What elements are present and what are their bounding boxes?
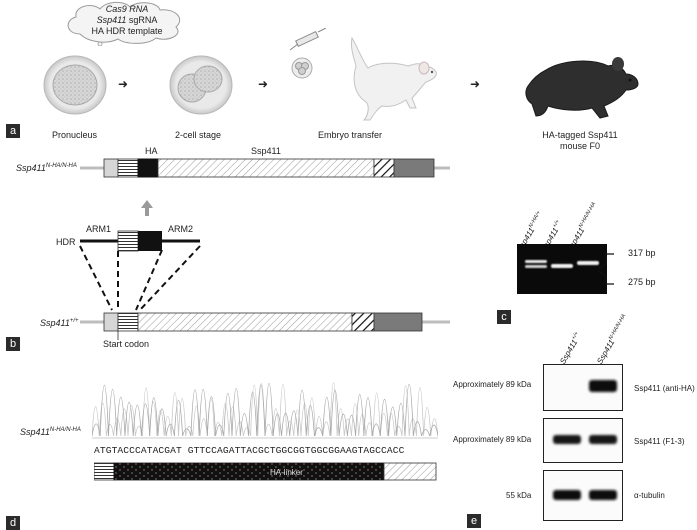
blot-lane-2-base: Ssp411 — [595, 338, 617, 366]
blot-lane-label-1: Ssp411+/+ — [558, 331, 584, 366]
blot-mw-label-2: Approximately 89 kDa — [453, 435, 532, 444]
cloud-text: Cas9 RNA Ssp411 sgRNA HA HDR template — [62, 4, 192, 37]
gene-diagram — [79, 158, 450, 340]
gel-bands — [525, 260, 599, 268]
bottom-allele-label: Ssp411+/+ — [40, 318, 79, 328]
top-allele-construct — [80, 158, 450, 178]
sequence-feature-bar — [94, 462, 437, 481]
start-codon-label: Start codon — [103, 339, 150, 349]
stage-label-pronucleus: Pronucleus — [52, 130, 98, 140]
bottom-allele-construct — [80, 312, 450, 340]
final-label-line-1: HA-tagged Ssp411 — [542, 130, 618, 140]
stage-label-embryo-transfer: Embryo transfer — [318, 130, 383, 140]
panel-d-allele-base: Ssp411 — [20, 427, 50, 437]
final-mouse-label: HA-tagged Ssp411 mouse F0 — [520, 130, 640, 152]
western-blot-image — [543, 364, 623, 521]
blot-target-label-3: α-tubulin — [634, 491, 665, 500]
cloud-line-2: Ssp411 sgRNA — [62, 15, 192, 26]
utr-box — [103, 158, 119, 178]
top-allele-base: Ssp411 — [16, 163, 46, 173]
blot-lane-label-2: Ssp411N-HA/N-HA — [595, 313, 631, 365]
size-label-lower: 275 bp — [628, 277, 656, 287]
gel-lane-3-sup: N-HA/N-HA — [577, 201, 598, 229]
syringe-icon — [289, 28, 327, 51]
blot-mw-label-1: Approximately 89 kDa — [453, 380, 532, 389]
arrow-3-icon: ➜ — [470, 77, 481, 91]
blot-mw-label-3: 55 kDa — [506, 491, 532, 500]
blot-lane-1-base: Ssp411 — [558, 338, 580, 366]
3utr-box — [393, 158, 435, 178]
blot-target-label-2: Ssp411 (F1-3) — [634, 437, 685, 446]
embryos-icon — [291, 57, 313, 79]
cloud-gene: Ssp411 — [96, 15, 127, 25]
panel-d-allele-label: Ssp411N-HA/N-HA — [20, 427, 81, 437]
band-bracket-icon — [597, 253, 614, 285]
blot-lane-2-sup: N-HA/N-HA — [607, 313, 628, 341]
white-mouse-icon — [351, 36, 437, 121]
panel-d-letter: d — [6, 516, 20, 530]
hdr-label: HDR — [56, 237, 76, 247]
dna-sequence: ATGTACCCATACGAT GTTCCAGATTACGCTGGCGGTGGC… — [94, 445, 405, 456]
start-exon-box — [117, 158, 139, 178]
final-label-line-2: mouse F0 — [559, 141, 601, 151]
black-mouse-image — [525, 57, 639, 119]
cloud-line-3: HA HDR template — [91, 26, 163, 36]
upward-arrow-icon — [141, 200, 153, 216]
arm2-label: ARM2 — [168, 224, 194, 234]
top-allele-label: Ssp411N-HA/N-HA — [16, 163, 77, 173]
top-allele-sup: N-HA/N-HA — [45, 163, 77, 169]
ha-label: HA — [145, 146, 158, 156]
cloud-line-1: Cas9 RNA — [105, 4, 149, 14]
panel-c-letter: c — [497, 310, 511, 324]
blot-bands — [553, 380, 617, 500]
chromatogram-image — [92, 382, 438, 439]
recombination-lines — [79, 245, 201, 311]
stage-label-2-cell: 2-cell stage — [175, 130, 222, 140]
ssp411-label: Ssp411 — [251, 146, 281, 156]
gel-lane-1-sup: N-HA/+ — [527, 210, 543, 229]
arm1-label: ARM1 — [86, 224, 112, 234]
pronucleus-embryo-image — [43, 55, 107, 115]
ha-linker-label: HA-linker — [270, 468, 303, 477]
panel-b-letter: b — [6, 337, 20, 351]
hdr-template — [80, 230, 200, 252]
panel-a-letter: a — [6, 124, 20, 138]
ssp411-coding-box — [157, 158, 375, 178]
arrow-2-icon: ➜ — [258, 77, 269, 91]
two-cell-embryo-image — [169, 55, 233, 115]
bottom-allele-base: Ssp411 — [40, 318, 70, 328]
ha-tag-box — [137, 158, 159, 178]
agarose-gel-image — [517, 244, 607, 294]
blot-target-label-1: Ssp411 (anti-HA) — [634, 384, 695, 393]
panel-d-allele-sup: N-HA/N-HA — [49, 427, 81, 433]
cloud-bubble — [67, 1, 181, 46]
cloud-line-2-rest: sgRNA — [126, 15, 158, 25]
size-label-upper: 317 bp — [628, 248, 656, 258]
embryo-transfer-image — [289, 28, 437, 121]
stop-exon-box — [373, 158, 395, 178]
arrow-1-icon: ➜ — [118, 77, 129, 91]
bottom-allele-sup: +/+ — [69, 318, 79, 324]
panel-e-letter: e — [467, 514, 481, 528]
